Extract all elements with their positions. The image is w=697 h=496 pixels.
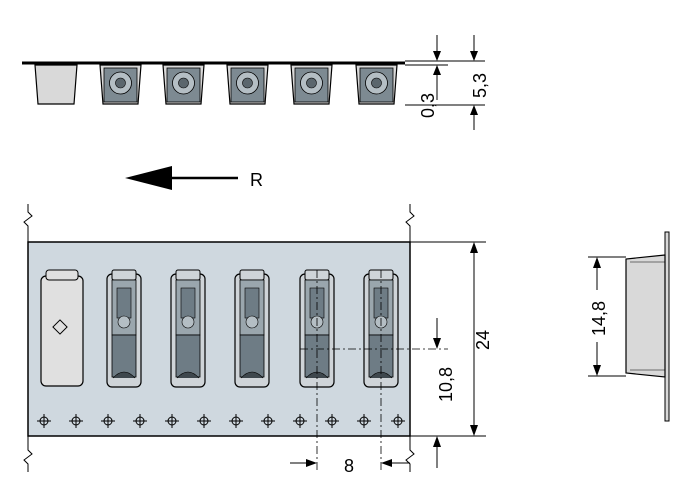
dim-center-label: 10,8 xyxy=(436,367,456,402)
empty-pocket xyxy=(40,269,84,387)
side-view: 14,8 xyxy=(588,231,670,422)
dim-top-total-label: 5,3 xyxy=(470,73,490,98)
sprocket-holes xyxy=(37,414,405,428)
direction-label: R xyxy=(250,170,263,190)
dim-width: 24 xyxy=(410,241,493,437)
front-view: 24 10,8 8 xyxy=(23,204,493,476)
dim-pitch: 8 xyxy=(290,456,410,476)
dim-depth-label: 14,8 xyxy=(589,301,609,336)
side-pocket xyxy=(625,254,666,378)
top-view: 0,3 5,3 xyxy=(22,35,490,130)
dim-width-label: 24 xyxy=(473,330,493,350)
center-lines xyxy=(300,270,448,470)
carrier-tape xyxy=(27,241,411,437)
top-filled-pockets xyxy=(99,64,398,105)
top-empty-pocket xyxy=(34,64,78,105)
dim-pitch-label: 8 xyxy=(344,456,354,476)
dim-center: 10,8 xyxy=(433,318,456,468)
dim-top-thin: 0,3 xyxy=(405,35,448,118)
dim-depth: 14,8 xyxy=(588,256,626,377)
dim-top-total: 5,3 xyxy=(405,35,490,130)
break-marks xyxy=(23,204,415,472)
direction-arrow: R xyxy=(125,166,263,190)
